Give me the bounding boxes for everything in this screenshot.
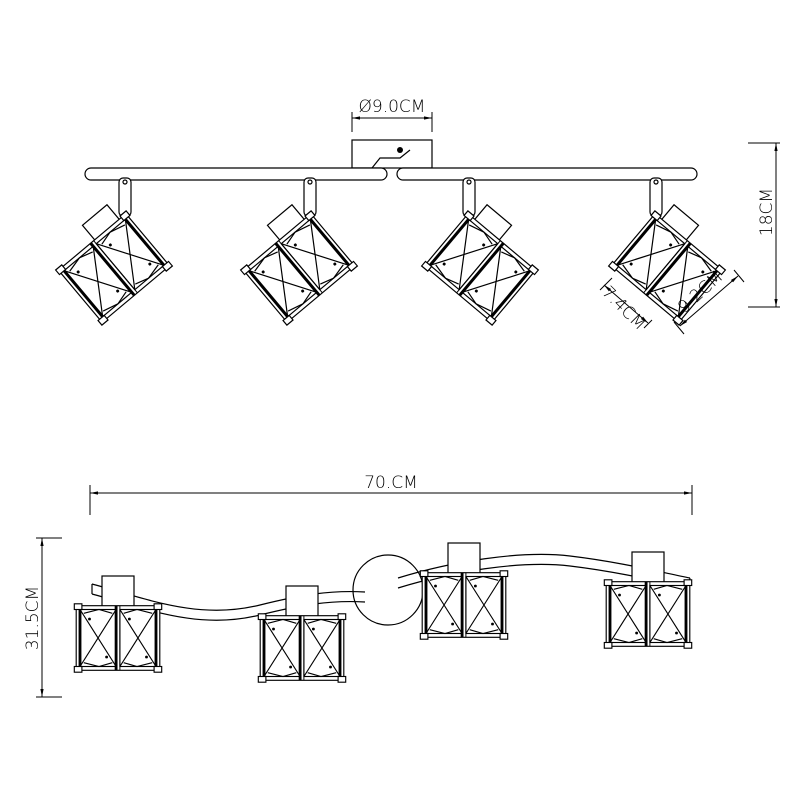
length-label: 70.CM — [364, 473, 418, 493]
lamp-head-3 — [422, 178, 539, 325]
rail-right — [396, 167, 698, 181]
front-lamp-head-1 — [74, 576, 161, 672]
dimension-width: 31.5CM — [23, 537, 62, 698]
dimension-length: 70.CM — [89, 473, 693, 515]
lamp-head-1 — [56, 178, 173, 325]
front-view: 70.CM 31.5CM — [23, 473, 693, 698]
lamp-head-2 — [241, 178, 358, 325]
width-label: 31.5CM — [23, 586, 43, 650]
front-lamp-head-2 — [258, 586, 345, 682]
canopy-front — [352, 554, 424, 626]
canopy-top — [351, 139, 433, 169]
top-view: Ø9.0CM 18CM 7.4CM 9.2CM — [56, 97, 780, 334]
canopy-diameter-label: Ø9.0CM — [359, 97, 426, 117]
dimension-canopy-diameter: Ø9.0CM — [351, 97, 433, 132]
front-lamp-head-4 — [604, 552, 691, 648]
curved-arm-left — [91, 583, 366, 611]
dimension-height: 18CM — [748, 142, 780, 308]
height-label: 18CM — [757, 188, 777, 236]
rail-left — [84, 167, 388, 181]
